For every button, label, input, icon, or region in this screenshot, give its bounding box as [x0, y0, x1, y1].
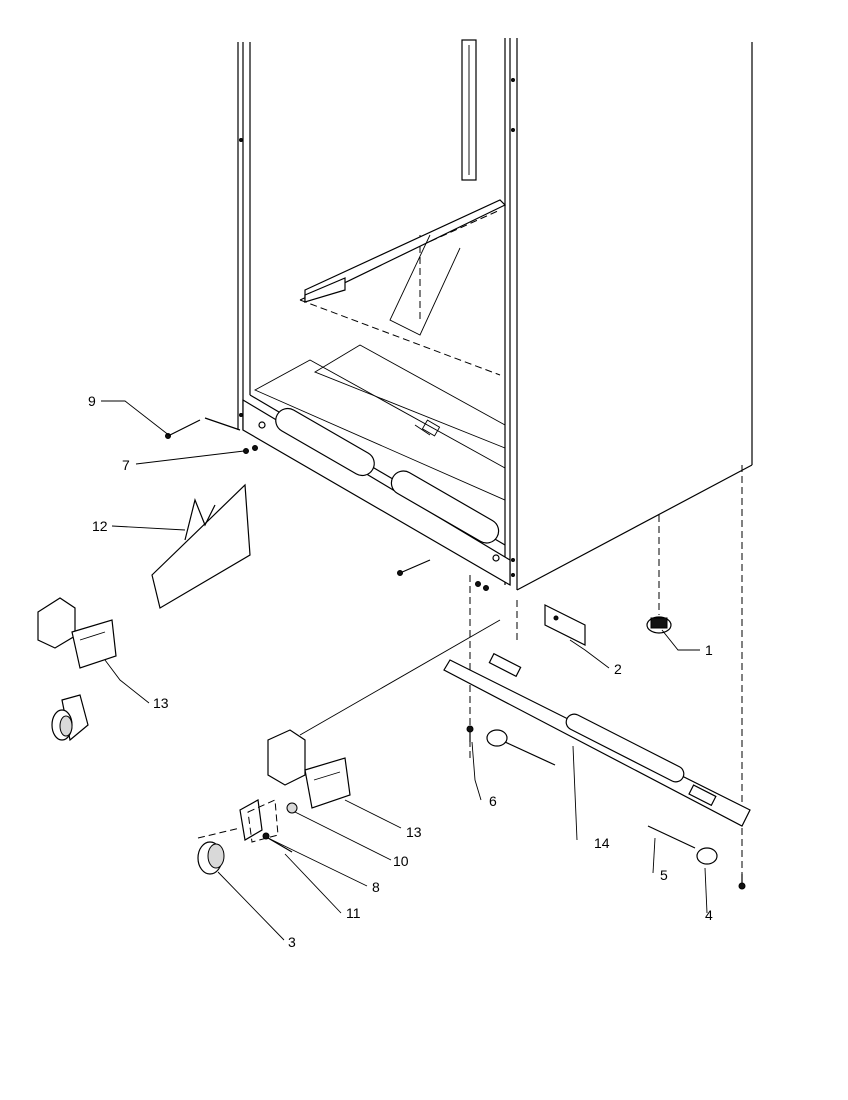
callout-11: 11: [346, 905, 361, 921]
callout-13-right: 13: [406, 824, 422, 840]
refrigerator-cabinet: [237, 38, 753, 591]
callout-7: 7: [122, 457, 130, 473]
callout-10: 10: [393, 853, 409, 869]
wheel-assembly: [197, 799, 298, 875]
callout-12: 12: [92, 518, 108, 534]
callout-2: 2: [614, 661, 622, 677]
leveling-leg-part-1: [646, 616, 672, 634]
callout-6: 6: [489, 793, 497, 809]
callout-13-left: 13: [153, 695, 169, 711]
callout-8: 8: [372, 879, 380, 895]
leader-lines: [101, 400, 708, 941]
callout-5: 5: [660, 867, 668, 883]
screw-part-9: [165, 419, 201, 439]
callout-14: 14: [594, 835, 610, 851]
roller-bracket-assembly-right: [267, 619, 501, 809]
callout-3: 3: [288, 934, 296, 950]
callout-4: 4: [705, 907, 713, 923]
roller-bracket-assembly-left: [37, 597, 117, 742]
callout-9: 9: [88, 393, 96, 409]
callout-1: 1: [705, 642, 713, 658]
screw-part-7: [243, 445, 258, 454]
front-rail-part-14: [443, 652, 751, 827]
pin-and-cap-parts: [466, 725, 746, 890]
bracket-plate-part-2: [544, 604, 586, 646]
callout-labels: 1 2 3 4 5 6 7 8 9 10 11 12 13 13 14: [88, 393, 713, 950]
grille-part-12: [151, 483, 251, 609]
